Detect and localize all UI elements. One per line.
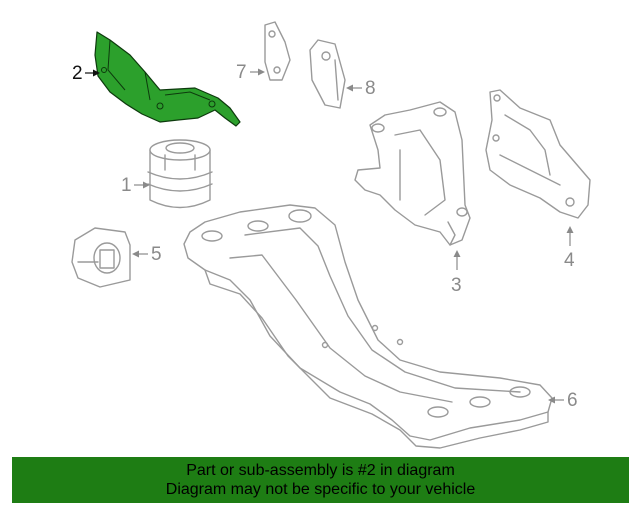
callout-7-label: 7	[236, 62, 247, 83]
part-5-rubber-mount[interactable]	[71, 227, 131, 288]
part-2-highlighted-bracket[interactable]	[94, 31, 241, 127]
callout-8-label: 8	[365, 78, 376, 99]
callout-1-label: 1	[121, 175, 132, 196]
parts-diagram: 1 2 3 4 5 6 7 8	[71, 21, 591, 449]
info-banner: Part or sub-assembly is #2 in diagram Di…	[12, 457, 629, 503]
callout-4: 4	[564, 226, 575, 271]
callout-8: 8	[346, 78, 376, 99]
part-6-crossmember[interactable]	[183, 204, 553, 449]
part-1-engine-mount[interactable]	[147, 139, 213, 209]
callout-5-label: 5	[151, 244, 162, 265]
callout-6-label: 6	[567, 390, 578, 411]
part-7-bracket[interactable]	[264, 21, 291, 81]
callout-5: 5	[132, 244, 162, 265]
part-4-engine-bracket[interactable]	[485, 89, 591, 219]
callout-6: 6	[548, 390, 578, 411]
part-8-heat-shield[interactable]	[309, 39, 346, 109]
callout-1: 1	[121, 175, 150, 196]
callout-4-label: 4	[564, 250, 575, 271]
callout-3-label: 3	[451, 275, 462, 296]
part-3-engine-bracket[interactable]	[354, 101, 471, 246]
banner-line-1: Part or sub-assembly is #2 in diagram	[186, 462, 455, 479]
callout-2: 2	[72, 63, 100, 84]
callout-7: 7	[236, 62, 265, 83]
banner-line-2: Diagram may not be specific to your vehi…	[165, 481, 476, 498]
callout-3: 3	[451, 250, 462, 296]
callout-2-label: 2	[72, 63, 83, 84]
